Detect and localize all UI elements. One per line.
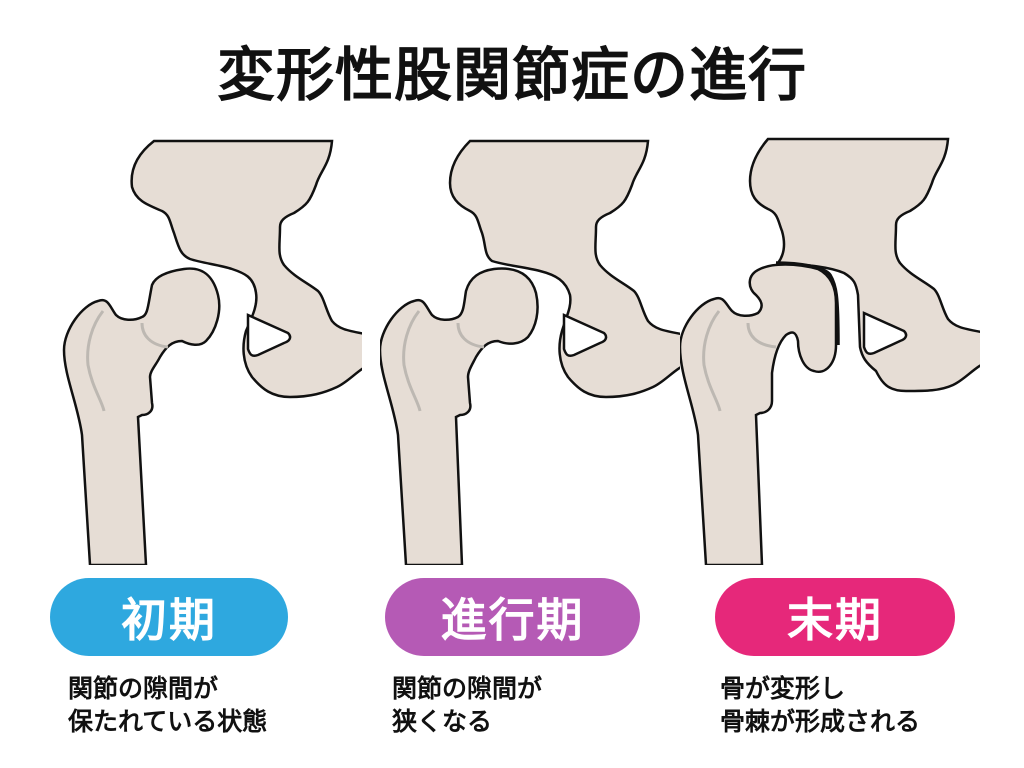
stage-badge-progressive: 進行期 bbox=[385, 578, 640, 656]
stage-description-progressive: 関節の隙間が 狭くなる bbox=[392, 672, 542, 738]
description-line: 骨が変形し bbox=[720, 674, 846, 703]
description-line: 狭くなる bbox=[392, 707, 493, 736]
hip-bone-icon bbox=[62, 139, 392, 567]
hip-bone-icon bbox=[678, 137, 1008, 567]
description-line: 骨棘が形成される bbox=[720, 707, 921, 736]
stage-description-early: 関節の隙間が 保たれている状態 bbox=[68, 672, 267, 738]
hip-bone-icon bbox=[378, 139, 708, 567]
hip-joint-progressive-illustration bbox=[378, 135, 708, 567]
page-title: 変形性股関節症の進行 bbox=[216, 41, 807, 109]
stage-description-late: 骨が変形し 骨棘が形成される bbox=[720, 672, 920, 738]
description-line: 関節の隙間が bbox=[392, 674, 543, 703]
hip-joint-late-illustration bbox=[678, 135, 1008, 567]
hip-joint-early-illustration bbox=[62, 135, 392, 567]
description-line: 保たれている状態 bbox=[68, 707, 268, 736]
stage-badge-late: 末期 bbox=[715, 578, 955, 656]
description-line: 関節の隙間が bbox=[68, 674, 219, 703]
stage-badge-early: 初期 bbox=[50, 578, 288, 656]
